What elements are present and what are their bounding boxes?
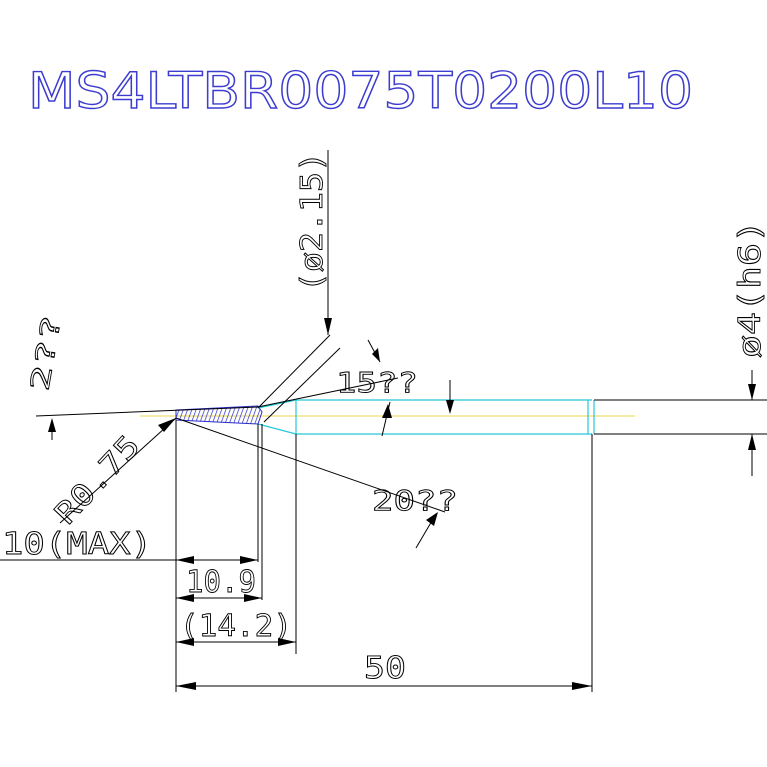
neck-diameter-label: (ø2.15) (295, 152, 330, 292)
effective-length-arrow-right (240, 556, 258, 564)
angle-15-arrow-top (372, 348, 380, 362)
length-14-2-arrow-right (278, 638, 296, 646)
angle-20-reference-line (175, 417, 446, 513)
neck-diameter-arrow (324, 318, 332, 335)
tool-body (257, 399, 767, 435)
overall-length-label: 50 (364, 651, 406, 686)
angle-20-arrow (426, 512, 438, 526)
angle-20-label: 20?? (372, 484, 458, 517)
effective-length-label: 10(MAX) (2, 527, 152, 562)
overall-length-arrow-right (572, 682, 592, 690)
angle-2-arrow (48, 418, 56, 432)
angle-2-reference-line (35, 406, 259, 417)
length-10-9-arrow-right (244, 594, 262, 602)
length-10-9-arrow-left (176, 594, 194, 602)
extension-lines (175, 420, 593, 692)
angle-small-arrow (446, 400, 454, 414)
part-number-title: MS4LTBR0075T0200L10 (28, 62, 693, 120)
angle-2-label: 2?? (25, 313, 68, 393)
shank-diameter-label: ø4(h6) (733, 220, 767, 358)
angle-15-reference-line (257, 377, 399, 408)
shank-diameter-arrow-bottom (748, 434, 756, 450)
ball-radius-label: R0.75 (48, 429, 147, 532)
angle-15-label: 15?? (336, 366, 418, 399)
ball-radius-arrow (158, 418, 176, 432)
shank-diameter-arrow-top (748, 384, 756, 400)
overall-length-arrow-left (176, 682, 196, 690)
neck-outline-top (257, 399, 592, 409)
taper-line-upper (257, 334, 331, 409)
length-14-2-label: (14.2) (180, 609, 292, 644)
neck-outline-bottom (257, 423, 592, 435)
taper-line-lower (263, 347, 341, 423)
effective-length-arrow-left (176, 556, 194, 564)
ball-radius-leader (59, 417, 177, 524)
length-14-2-arrow-left (176, 638, 194, 646)
length-10-9-label: 10.9 (186, 565, 256, 600)
angle-15-arrow-bottom (382, 404, 392, 418)
